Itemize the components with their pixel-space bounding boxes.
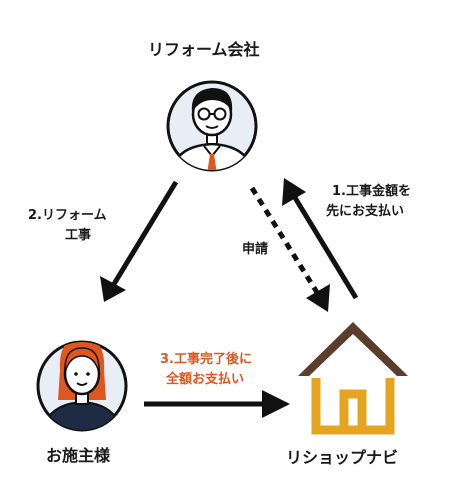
arrow-application bbox=[249, 186, 330, 312]
payment-full-label-line1: 3.工事完了後に bbox=[160, 352, 252, 367]
payment-full-label-line2: 全額お支払い bbox=[166, 372, 245, 387]
application-label: 申請 bbox=[242, 242, 269, 257]
reform-work-label-line1: 2.リフォーム bbox=[28, 208, 107, 223]
arrow-payment-advance bbox=[282, 178, 359, 300]
arrow-payment-full bbox=[144, 390, 290, 418]
payment-advance-label-line1: 1.工事金額を bbox=[332, 184, 411, 199]
rishop-navi-house-icon bbox=[298, 322, 408, 435]
reform-work-label-line2: 工事 bbox=[65, 228, 92, 243]
customer-avatar-icon bbox=[36, 340, 128, 432]
rishop-navi-label: リショップナビ bbox=[286, 448, 399, 467]
payment-advance-label-line2: 先にお支払い bbox=[326, 204, 405, 219]
customer-label: お施主様 bbox=[46, 446, 111, 465]
reform-company-avatar-icon bbox=[166, 80, 258, 172]
arrow-reform-work bbox=[100, 180, 179, 302]
reform-company-label: リフォーム会社 bbox=[148, 40, 260, 59]
